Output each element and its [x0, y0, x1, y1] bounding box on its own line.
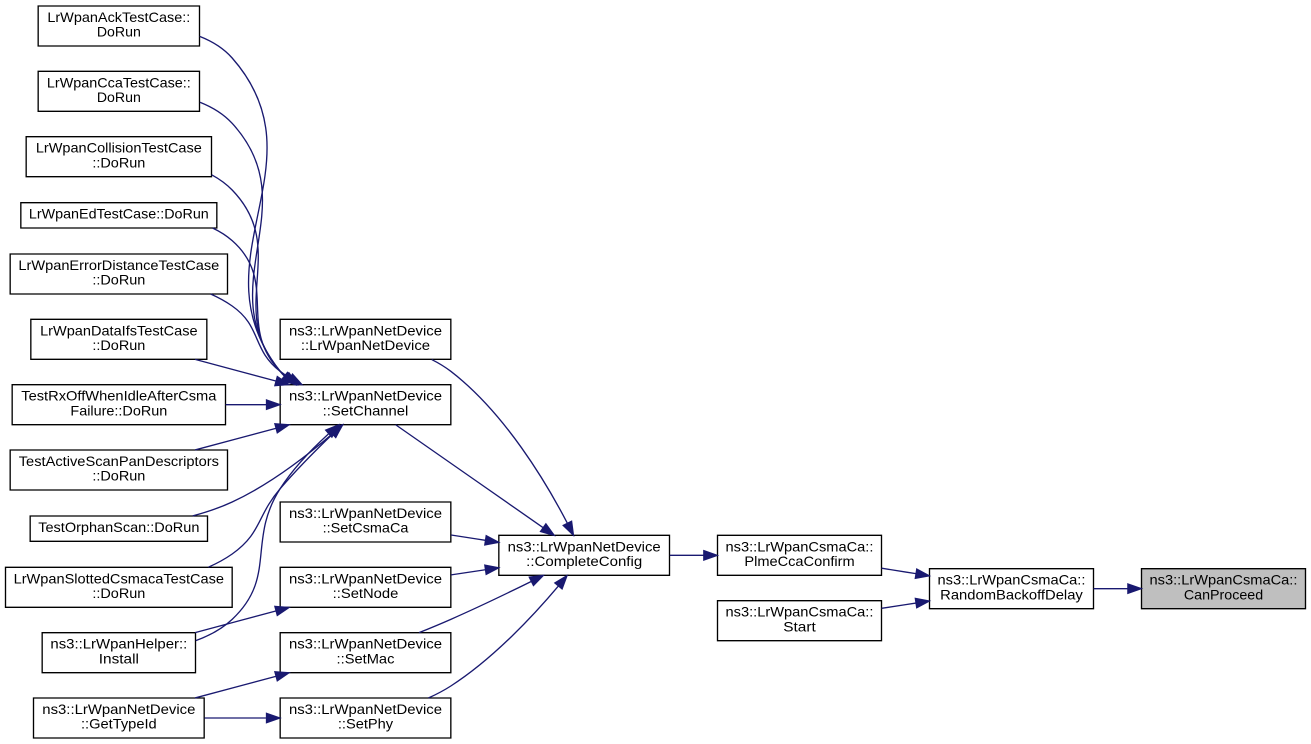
svg-text:Install: Install	[99, 650, 139, 666]
svg-text:::SetCsmaCa: ::SetCsmaCa	[323, 520, 409, 536]
svg-text:::SetChannel: ::SetChannel	[323, 402, 409, 418]
svg-text:ns3::LrWpanCsmaCa::: ns3::LrWpanCsmaCa::	[1150, 572, 1298, 588]
svg-text:LrWpanDataIfsTestCase: LrWpanDataIfsTestCase	[40, 322, 198, 338]
svg-text:RandomBackoffDelay: RandomBackoffDelay	[940, 586, 1083, 602]
svg-text:ns3::LrWpanHelper::: ns3::LrWpanHelper::	[50, 636, 187, 652]
svg-text:TestActiveScanPanDescriptors: TestActiveScanPanDescriptors	[19, 453, 219, 469]
svg-text:DoRun: DoRun	[97, 24, 141, 40]
svg-text:Start: Start	[783, 618, 816, 634]
svg-text:Failure::DoRun: Failure::DoRun	[70, 402, 167, 418]
svg-text:TestRxOffWhenIdleAfterCsma: TestRxOffWhenIdleAfterCsma	[21, 388, 216, 404]
svg-text:ns3::LrWpanNetDevice: ns3::LrWpanNetDevice	[289, 322, 442, 338]
svg-text:ns3::LrWpanNetDevice: ns3::LrWpanNetDevice	[42, 701, 195, 717]
svg-text:::SetPhy: ::SetPhy	[338, 716, 393, 732]
svg-text:ns3::LrWpanNetDevice: ns3::LrWpanNetDevice	[289, 701, 442, 717]
svg-text:::CompleteConfig: ::CompleteConfig	[526, 553, 642, 569]
svg-text:TestOrphanScan::DoRun: TestOrphanScan::DoRun	[38, 519, 199, 535]
svg-text:ns3::LrWpanNetDevice: ns3::LrWpanNetDevice	[289, 636, 442, 652]
svg-text:::DoRun: ::DoRun	[92, 585, 145, 601]
svg-text:::DoRun: ::DoRun	[92, 337, 145, 353]
svg-text:ns3::LrWpanCsmaCa::: ns3::LrWpanCsmaCa::	[938, 572, 1086, 588]
svg-text:::LrWpanNetDevice: ::LrWpanNetDevice	[301, 337, 430, 353]
svg-text:PlmeCcaConfirm: PlmeCcaConfirm	[744, 553, 854, 569]
svg-text:LrWpanSlottedCsmacaTestCase: LrWpanSlottedCsmacaTestCase	[14, 570, 225, 586]
svg-text:ns3::LrWpanNetDevice: ns3::LrWpanNetDevice	[289, 388, 442, 404]
svg-text:ns3::LrWpanCsmaCa::: ns3::LrWpanCsmaCa::	[726, 538, 874, 554]
svg-text:ns3::LrWpanCsmaCa::: ns3::LrWpanCsmaCa::	[726, 604, 874, 620]
svg-text:LrWpanCcaTestCase::: LrWpanCcaTestCase::	[47, 74, 191, 90]
svg-text:CanProceed: CanProceed	[1184, 586, 1263, 602]
svg-text:::DoRun: ::DoRun	[92, 154, 145, 170]
svg-text:::SetMac: ::SetMac	[337, 650, 395, 666]
svg-text:DoRun: DoRun	[97, 89, 141, 105]
svg-text:ns3::LrWpanNetDevice: ns3::LrWpanNetDevice	[289, 505, 442, 521]
svg-text:::SetNode: ::SetNode	[333, 585, 399, 601]
svg-text:LrWpanErrorDistanceTestCase: LrWpanErrorDistanceTestCase	[18, 257, 219, 273]
svg-text:LrWpanCollisionTestCase: LrWpanCollisionTestCase	[36, 140, 202, 156]
svg-text:LrWpanAckTestCase::: LrWpanAckTestCase::	[47, 9, 190, 25]
svg-text:ns3::LrWpanNetDevice: ns3::LrWpanNetDevice	[289, 570, 442, 586]
svg-text:::DoRun: ::DoRun	[92, 468, 145, 484]
svg-text:::DoRun: ::DoRun	[92, 272, 145, 288]
svg-text:LrWpanEdTestCase::DoRun: LrWpanEdTestCase::DoRun	[29, 206, 209, 222]
svg-text:ns3::LrWpanNetDevice: ns3::LrWpanNetDevice	[508, 538, 661, 554]
svg-text:::GetTypeId: ::GetTypeId	[81, 716, 157, 732]
